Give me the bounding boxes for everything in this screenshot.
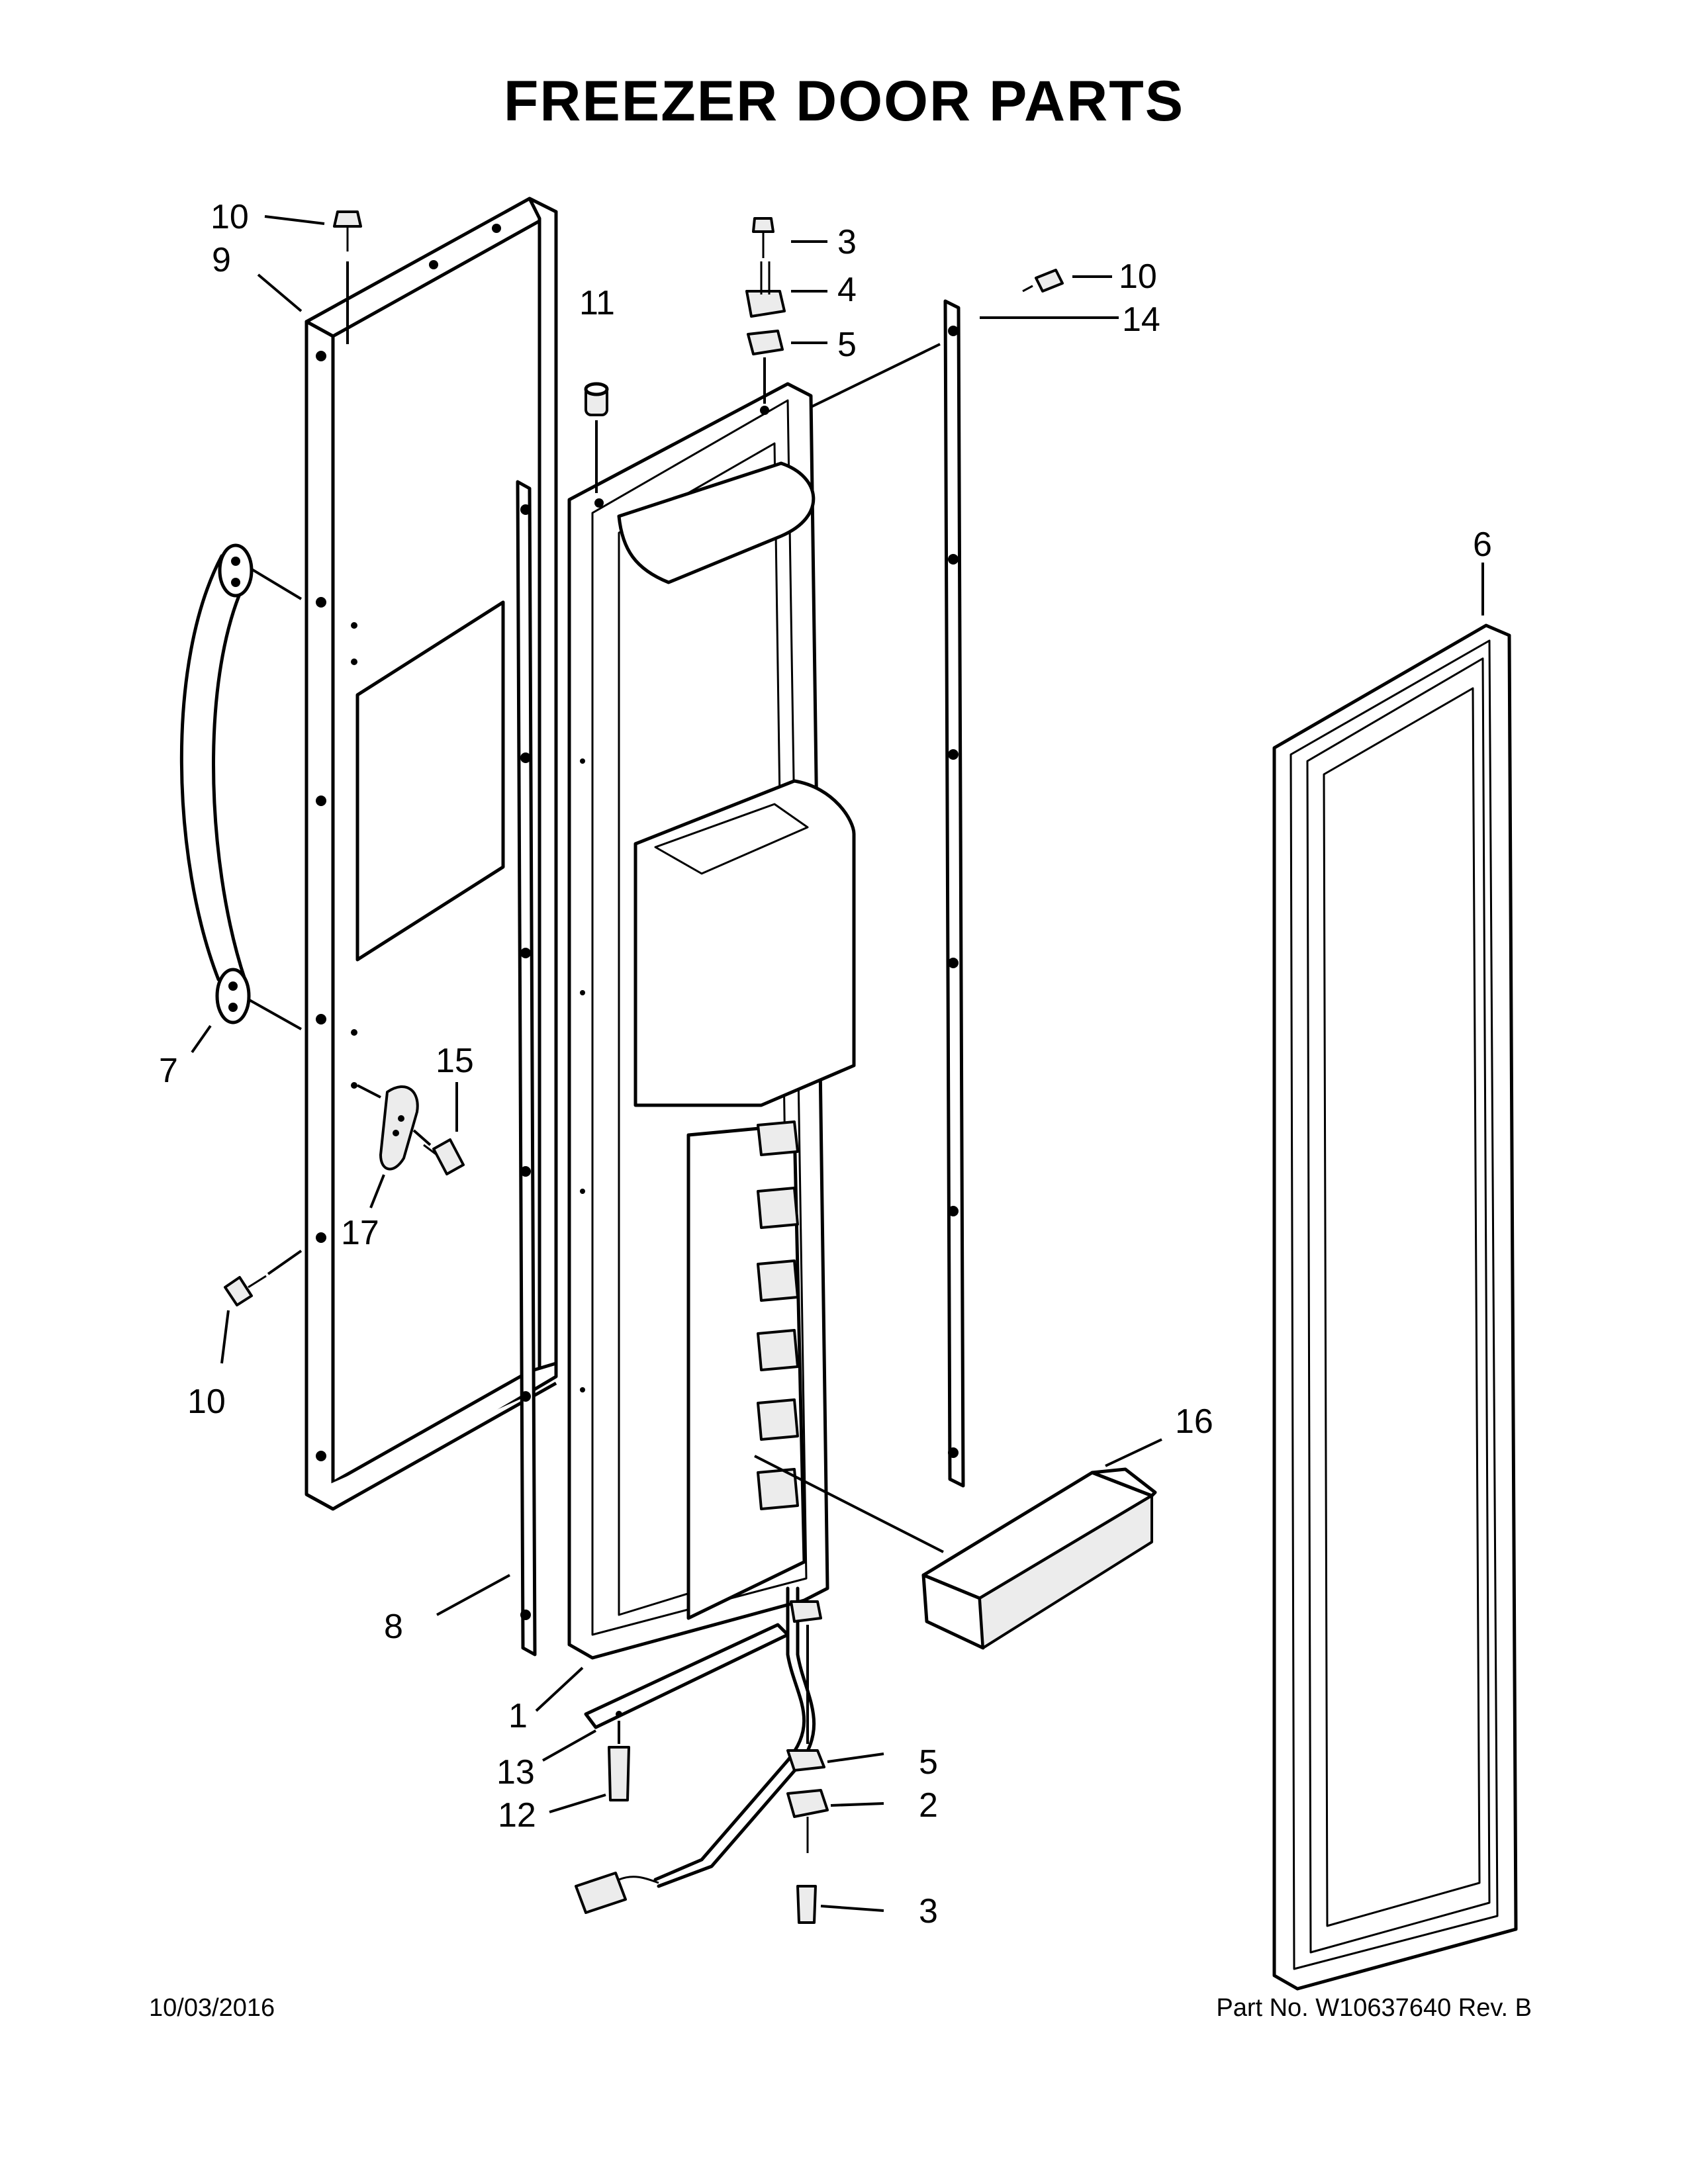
bumper-part-11 [584,382,609,493]
screw-part-12 [608,1746,630,1801]
footer-part-number: Part No. W10637640 Rev. B [1216,1994,1532,2022]
screw-part-10-lower-left [224,1250,303,1306]
callout-10-top-right: 10 [1119,257,1157,296]
callout-8: 8 [384,1608,403,1646]
page-title: FREEZER DOOR PARTS [503,69,1185,133]
callout-3-bottom: 3 [919,1892,938,1931]
door-frame-trim-part-9 [305,197,558,1511]
callout-13: 13 [496,1753,535,1792]
screw-part-10-top-right [1022,269,1064,293]
callout-leaders [191,215,1484,1912]
callout-16: 16 [1175,1402,1213,1441]
door-handle-part-7 [179,543,303,1030]
screw-part-15 [412,1129,465,1175]
callout-3-top: 3 [837,223,857,261]
callout-10-bottom-left: 10 [187,1383,226,1421]
callout-12: 12 [498,1796,536,1835]
screw-part-10-top-left [333,210,362,344]
callout-15: 15 [436,1042,474,1080]
callout-5-bottom: 5 [919,1743,938,1782]
wire-harness [575,1586,816,1914]
footer-date: 10/03/2016 [149,1994,275,2022]
callout-labels: 10 9 11 3 4 5 10 14 6 15 7 17 10 16 8 1 … [159,198,1492,1931]
top-hinge-assembly-parts-3-4-5 [745,217,786,404]
door-gasket-part-6 [1272,623,1518,1991]
callout-11: 11 [579,284,615,322]
bracket-part-17 [357,1084,419,1171]
callout-10-top-left: 10 [211,198,249,236]
callout-9: 9 [212,241,231,279]
callout-1: 1 [508,1697,528,1735]
callout-14: 14 [1122,300,1160,339]
door-trim-strip-part-14 [810,299,965,1488]
callout-7: 7 [159,1052,178,1090]
door-shelf-bin-part-16 [921,1467,1157,1650]
callout-2: 2 [919,1786,938,1825]
bottom-hinge-plate-part-13 [584,1623,790,1744]
door-liner-part-1 [567,382,944,1660]
shelf-clips [757,1120,799,1510]
door-trim-strip-part-8 [516,480,537,1657]
callout-4: 4 [837,271,857,309]
callout-17: 17 [341,1214,379,1252]
callout-6: 6 [1473,525,1492,564]
bottom-hinge-parts-2-3-5 [786,1600,829,1924]
callout-5-top: 5 [837,326,857,364]
